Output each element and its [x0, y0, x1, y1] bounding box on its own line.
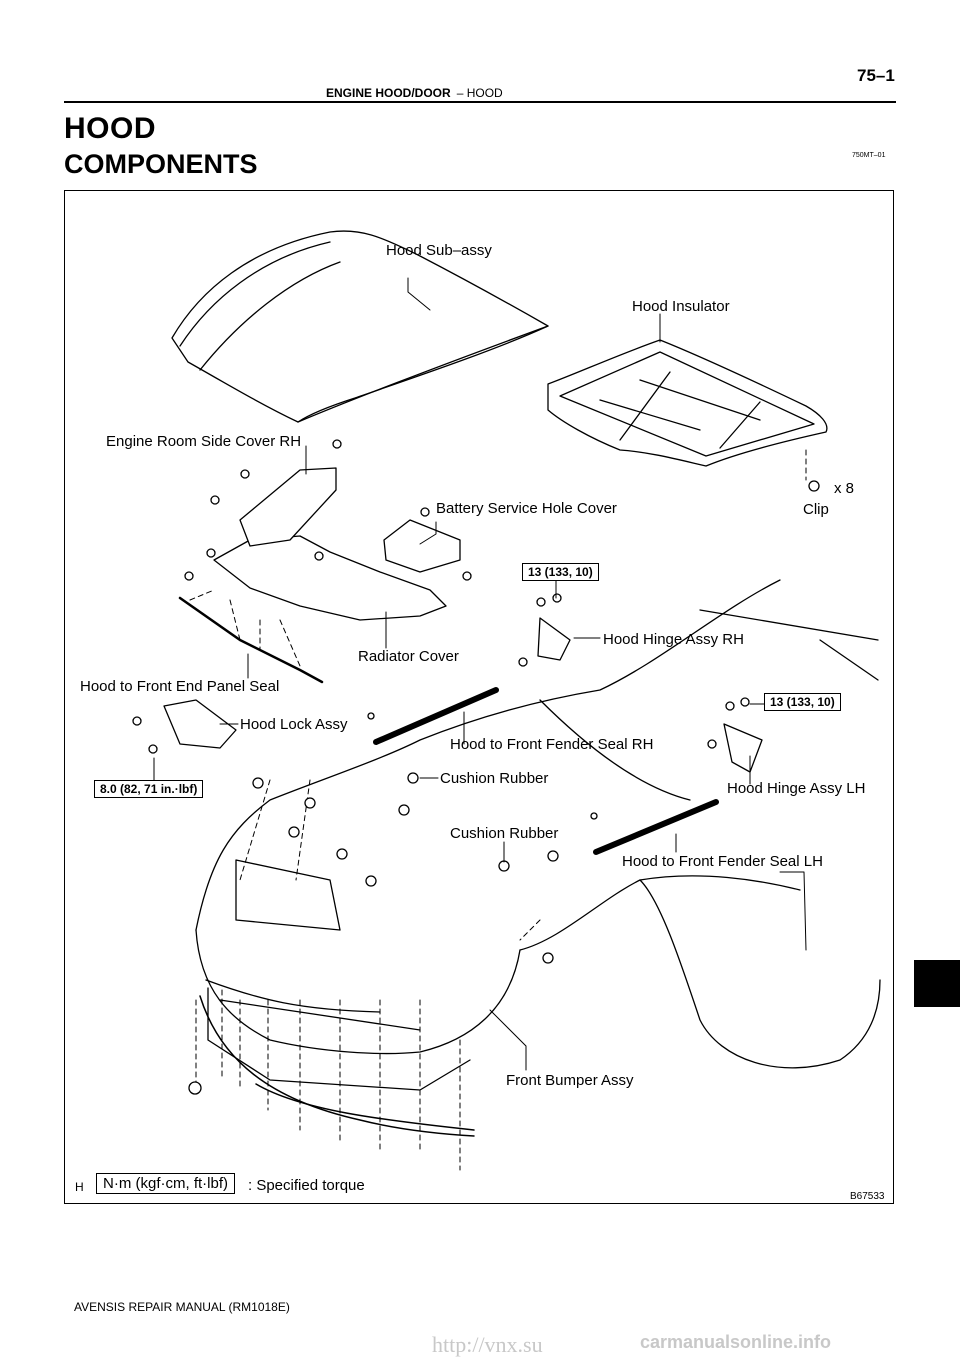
page-title: HOOD [64, 112, 156, 145]
assembly-lines [189, 449, 807, 1171]
hinge-lh-shape [723, 723, 763, 773]
label-battery-service-hole-cover: Battery Service Hole Cover [436, 500, 617, 517]
fender-seal-lh-shape [593, 799, 719, 855]
spoiler-shape [199, 995, 475, 1137]
label-cushion-rubber-1: Cushion Rubber [440, 770, 549, 787]
torque-hinge-rh: 13 (133, 10) [522, 563, 599, 581]
hinge-rh-shape [537, 617, 571, 661]
hood-shape [171, 230, 549, 423]
label-clip-count: x 8 [834, 480, 855, 497]
label-hood-to-front-end-panel-seal: Hood to Front End Panel Seal [80, 678, 280, 695]
label-engine-room-side-cover-rh: Engine Room Side Cover RH [106, 433, 302, 450]
label-clip: Clip [803, 501, 829, 518]
leader-lines [153, 277, 807, 1071]
legend-prefix: H [75, 1180, 84, 1194]
section-header: ENGINE HOOD/DOOR – HOOD [326, 86, 503, 100]
watermark-carmanuals[interactable]: carmanualsonline.info [640, 1332, 832, 1352]
figure-id: B67533 [850, 1191, 885, 1202]
section-tab-marker [914, 960, 960, 1007]
label-cushion-rubber-2: Cushion Rubber [450, 825, 559, 842]
page-subtitle: COMPONENTS [64, 149, 258, 179]
label-hood-lock-assy: Hood Lock Assy [240, 716, 348, 733]
insulator-shape [547, 339, 828, 467]
car-body-shape [195, 579, 881, 1091]
label-hood-to-front-fender-seal-rh: Hood to Front Fender Seal RH [450, 736, 654, 753]
fender-seal-rh-shape [373, 687, 499, 745]
label-hood-sub-assy: Hood Sub–assy [386, 242, 492, 259]
lock-shape [163, 699, 237, 749]
label-front-bumper-assy: Front Bumper Assy [506, 1072, 634, 1089]
footer-manual-name: AVENSIS REPAIR MANUAL (RM1018E) [74, 1300, 290, 1314]
subsection-name: – HOOD [456, 86, 503, 100]
section-name: ENGINE HOOD/DOOR [326, 86, 451, 100]
label-hood-insulator: Hood Insulator [632, 298, 730, 315]
panel-seal-shape [178, 596, 324, 684]
header-rule [64, 101, 896, 103]
legend-unit-box: N·m (kgf·cm, ft·lbf) [96, 1173, 235, 1194]
figure-frame [64, 190, 894, 1204]
fasteners [132, 439, 750, 1095]
clip-icon [808, 480, 820, 492]
document-code: 750MT–01 [852, 152, 886, 159]
label-radiator-cover: Radiator Cover [358, 648, 459, 665]
legend-text: : Specified torque [248, 1177, 365, 1194]
torque-lock: 8.0 (82, 71 in.·lbf) [94, 780, 204, 798]
torque-hinge-lh: 13 (133, 10) [764, 693, 841, 711]
label-hood-hinge-assy-rh: Hood Hinge Assy RH [603, 631, 744, 648]
page-number: 75–1 [857, 66, 895, 85]
radiator-cover-shape [213, 467, 461, 621]
label-hood-hinge-assy-lh: Hood Hinge Assy LH [727, 780, 866, 797]
label-hood-to-front-fender-seal-lh: Hood to Front Fender Seal LH [622, 853, 823, 870]
watermark-vnx[interactable]: http://vnx.su [432, 1332, 543, 1357]
